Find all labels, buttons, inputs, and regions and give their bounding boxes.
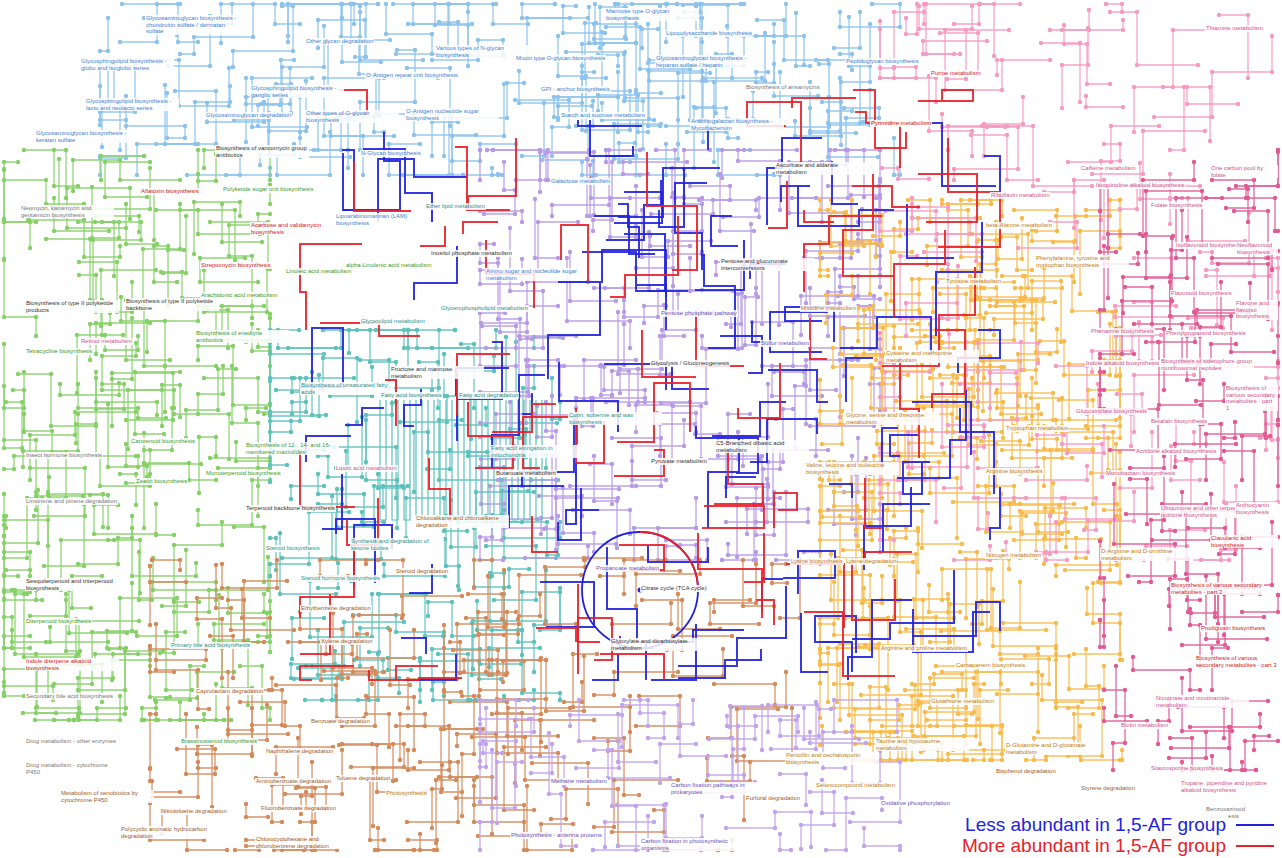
metabolic-map: Glycosaminoglycan biosynthesis - chondro… [0, 0, 1282, 858]
